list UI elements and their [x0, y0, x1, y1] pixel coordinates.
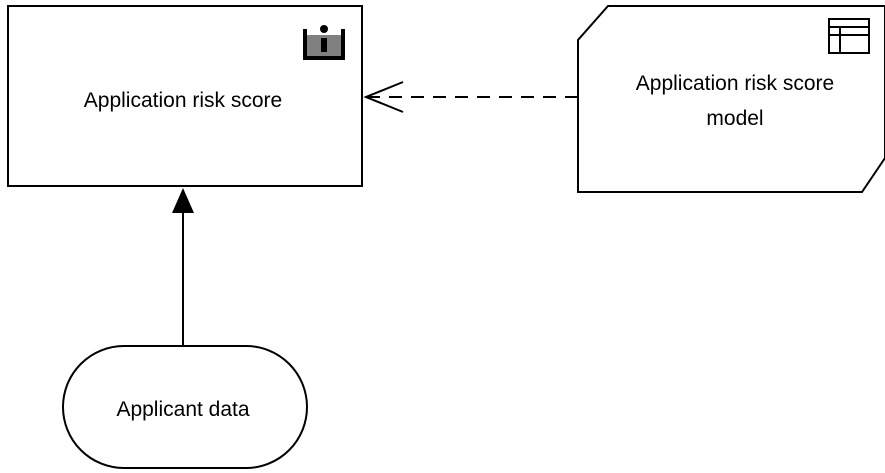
node-application-risk-score-model-label-line2: model	[706, 107, 763, 130]
node-applicant-data[interactable]: Applicant data	[62, 345, 308, 469]
node-application-risk-score-model-shape	[577, 5, 885, 193]
open-arrowhead-icon	[363, 81, 404, 113]
node-application-risk-score-model-label-line1: Application risk score	[636, 72, 834, 95]
node-application-risk-score[interactable]: Application risk score	[7, 5, 363, 187]
node-application-risk-score-label: Application risk score	[84, 89, 282, 112]
edge-applicant-data-to-risk-score[interactable]	[172, 188, 194, 346]
business-object-icon	[303, 25, 345, 60]
edge-model-to-risk-score[interactable]	[363, 81, 578, 113]
node-applicant-data-shape	[62, 345, 308, 469]
filled-arrowhead-icon	[172, 188, 194, 213]
table-icon	[828, 18, 870, 54]
node-applicant-data-label: Applicant data	[116, 398, 249, 421]
node-application-risk-score-model[interactable]: Application risk score model	[577, 5, 885, 193]
